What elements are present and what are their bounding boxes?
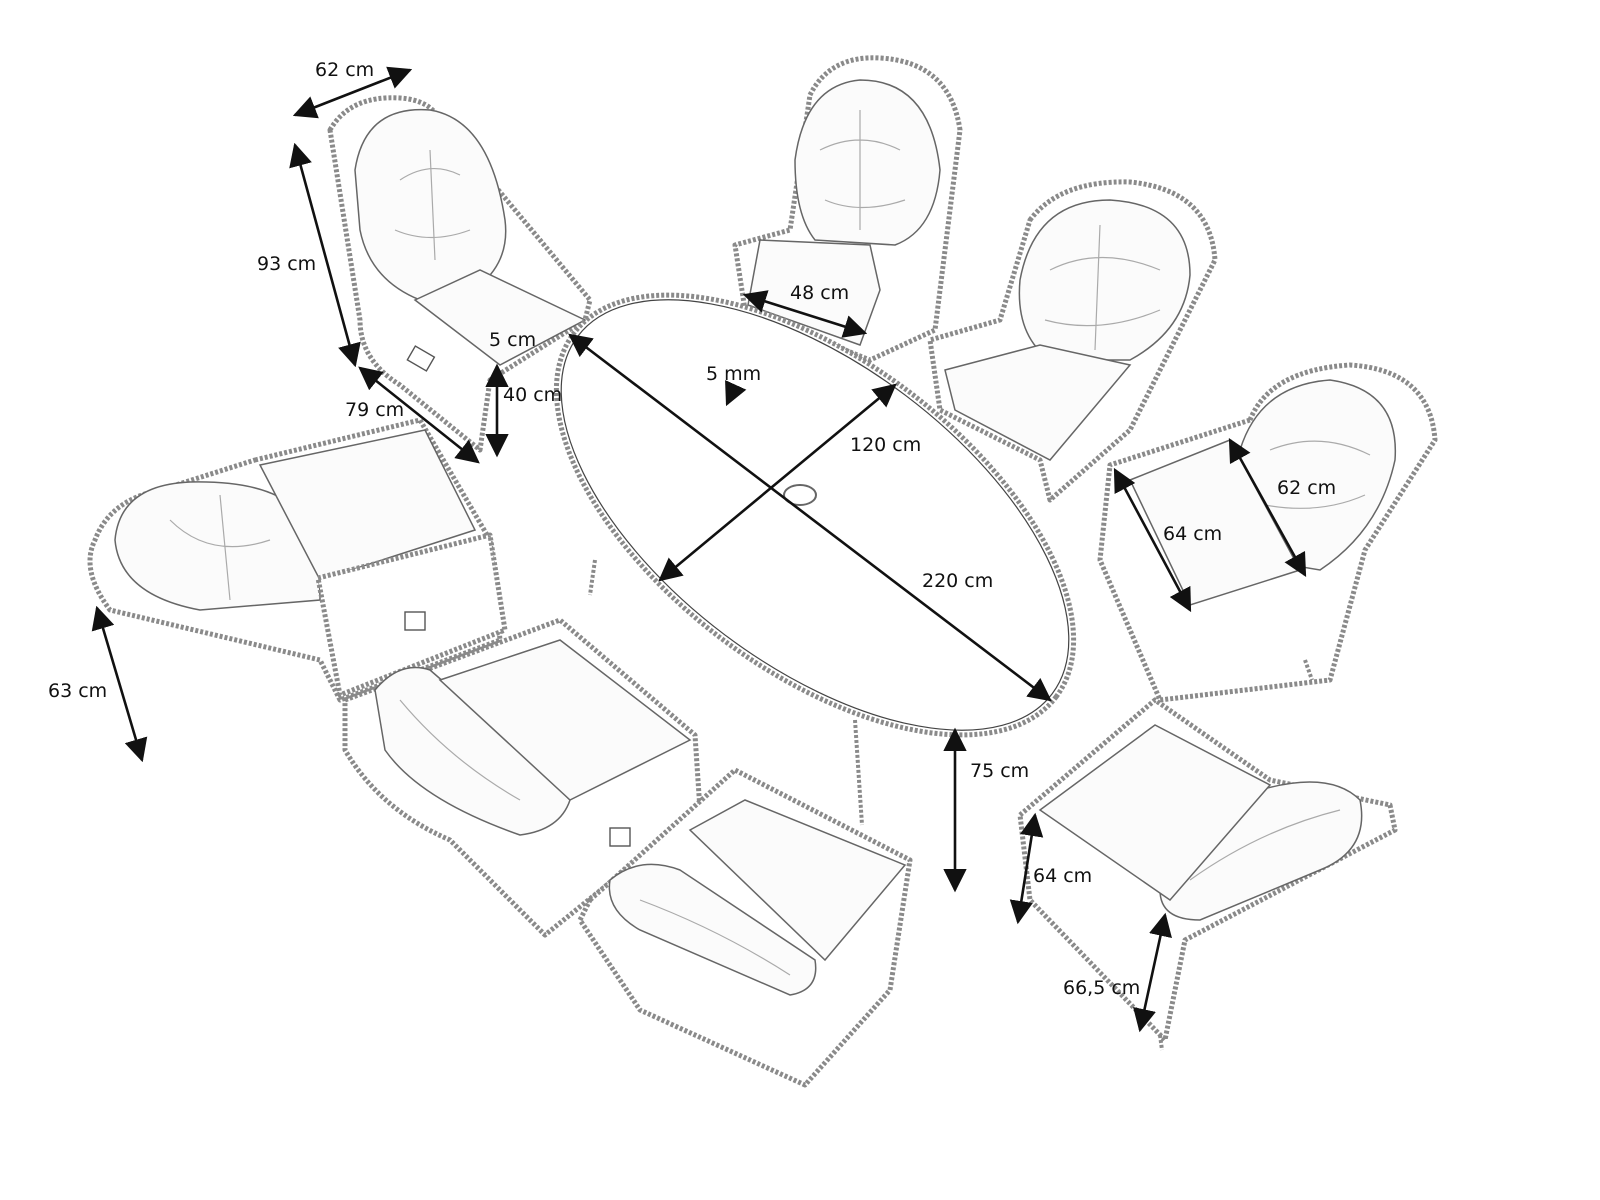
dim-arrow-chair-height: [289, 142, 361, 368]
chair-top-left: [327, 95, 593, 453]
label-seat-depth: 62 cm: [1277, 477, 1336, 499]
chair-bottom-right: [1017, 697, 1398, 1051]
label-table-length: 220 cm: [922, 570, 993, 592]
label-footrest-length: 64 cm: [1033, 865, 1092, 887]
label-seat-width: 48 cm: [790, 282, 849, 304]
label-reclined-height: 66,5 cm: [1063, 977, 1140, 999]
dim-arrow-seat-width: [742, 290, 868, 338]
dim-arrow-chair-depth: [358, 366, 480, 464]
label-seat-height: 40 cm: [503, 384, 562, 406]
dim-arrow-reclined-height: [1133, 912, 1172, 1033]
chair-left-reclined: [87, 417, 508, 703]
dimension-lines: [91, 66, 1307, 1033]
label-chair-depth: 79 cm: [345, 399, 404, 421]
label-chair-height: 93 cm: [257, 253, 316, 275]
dimension-labels: 62 cm 93 cm 79 cm 5 cm 40 cm 48 cm 5 mm …: [48, 59, 1336, 999]
label-armrest-width: 64 cm: [1163, 523, 1222, 545]
recline-lever-icon: [609, 827, 631, 847]
dim-arrow-armrest-width: [1113, 467, 1192, 613]
label-chair-width: 62 cm: [315, 59, 374, 81]
label-cushion-thickness: 5 cm: [489, 329, 536, 351]
label-table-width: 120 cm: [850, 434, 921, 456]
chair-right: [1097, 362, 1438, 703]
chair-bottom-middle: [577, 767, 913, 1088]
dim-arrow-armrest-height: [91, 605, 148, 763]
dim-arrow-chair-width: [292, 66, 413, 119]
recline-lever-icon: [404, 611, 426, 631]
label-table-height: 75 cm: [970, 760, 1029, 782]
dim-arrow-footrest: [1009, 812, 1044, 925]
recline-lever-icon: [406, 345, 436, 372]
dim-arrow-table-length: [568, 333, 1052, 702]
label-glass-thickness: 5 mm: [706, 363, 761, 385]
label-armrest-height: 63 cm: [48, 680, 107, 702]
dim-arrow-seat-depth: [1228, 437, 1307, 578]
